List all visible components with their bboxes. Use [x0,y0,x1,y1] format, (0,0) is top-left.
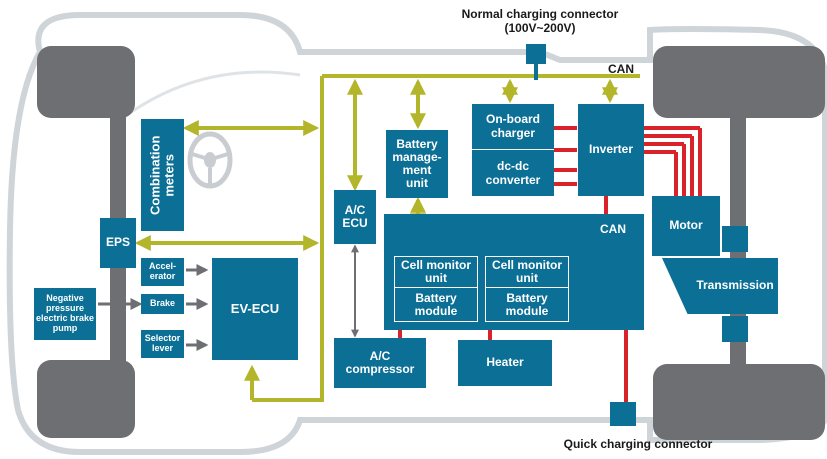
chassis-inner [119,70,301,122]
onboard-charger-label: On-board charger [486,112,540,140]
battery-management-unit[interactable]: Battery manage- ment unit [386,130,448,198]
ac-ecu-label: A/C ECU [342,202,368,230]
normal-charging-voltage: (100V~200V) [504,21,576,35]
brake-label: Brake [149,298,176,309]
eps-unit[interactable]: EPS [100,218,136,268]
ev-ecu-label: EV-ECU [230,300,280,316]
cell-module-1[interactable]: Cell monitor unit Battery module [394,256,478,322]
bmu-label: Battery manage- ment unit [392,136,442,191]
onboard-charger[interactable]: On-board charger [472,104,554,150]
battery-module-1: Battery module [414,290,458,318]
selector-lever[interactable]: Selector lever [141,330,184,358]
quick-charging-connector[interactable] [610,402,636,426]
normal-charging-connector[interactable] [526,44,546,64]
can-label-top: CAN [608,62,634,76]
normal-charging-label: Normal charging connector (100V~200V) [430,7,650,35]
normal-charging-title: Normal charging connector [461,7,619,21]
ac-ecu[interactable]: A/C ECU [334,190,376,244]
cell-monitor-1: Cell monitor unit [395,257,477,288]
ac-compressor[interactable]: A/C compressor [334,338,426,388]
selector-lever-label: Selector lever [144,333,181,353]
transmission-joint [722,316,748,342]
motor[interactable]: Motor [652,196,720,256]
wheel-front-right [37,360,135,438]
steering-wheel-icon [187,131,233,189]
dcdc-converter-label: dc-dc converter [485,159,541,187]
dcdc-converter[interactable]: dc-dc converter [472,151,554,196]
can-label-inner: CAN [600,222,626,236]
ev-ecu[interactable]: EV-ECU [212,258,298,360]
combination-meters-label: Combination meters [147,135,177,215]
eps-label: EPS [105,235,130,250]
inverter[interactable]: Inverter [578,104,644,196]
battery-module-2: Battery module [505,290,549,318]
inverter-label: Inverter [588,142,634,157]
ac-compressor-label: A/C compressor [345,348,415,376]
wheel-rear-left [653,46,825,118]
combination-meters[interactable]: Combination meters [141,119,184,231]
transmission-label: Transmission [696,278,774,293]
motor-joint [722,226,748,252]
motor-label: Motor [669,218,703,233]
quick-charging-label: Quick charging connector [563,437,713,451]
power-lines [398,126,702,402]
brake-pump[interactable]: Negative pressure electric brake pump [34,288,96,340]
heater-label: Heater [486,355,524,370]
heater[interactable]: Heater [458,340,552,386]
brake-sensor[interactable]: Brake [141,294,184,314]
brake-pump-label: Negative pressure electric brake pump [35,293,95,333]
wheel-rear-right [653,364,825,440]
accelerator-sensor[interactable]: Accel- erator [141,258,184,286]
accelerator-label: Accel- erator [148,261,176,281]
cell-monitor-2: Cell monitor unit [486,257,568,288]
wheel-front-left [37,46,135,118]
cell-module-2[interactable]: Cell monitor unit Battery module [485,256,569,322]
